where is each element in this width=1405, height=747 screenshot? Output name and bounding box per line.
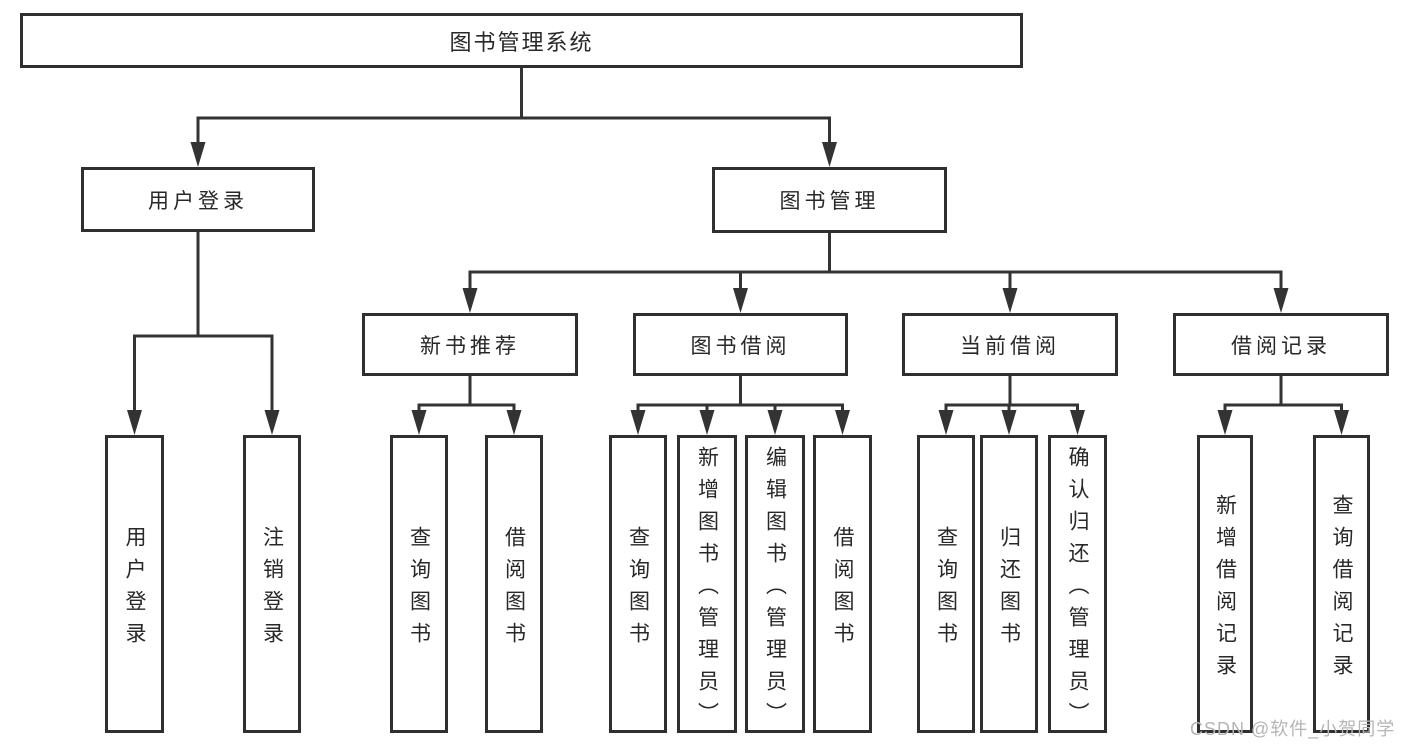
- node-label: 确认归还（管理员）: [1066, 445, 1089, 734]
- diagram-node-leaf-nb-query: 查询图书: [390, 435, 448, 733]
- connector-user-login: [133, 230, 274, 414]
- node-label: 用户登录: [123, 525, 146, 654]
- diagram-node-leaf-bw-add: 新增图书（管理员）: [677, 435, 737, 734]
- node-label: 注销登录: [260, 525, 284, 654]
- arrow-head-icon: [1273, 288, 1289, 313]
- node-label: 图书管理系统: [449, 29, 594, 55]
- arrow-head-icon: [1217, 410, 1233, 435]
- arrow-head-icon: [699, 410, 715, 435]
- arrow-head-icon: [462, 288, 478, 313]
- node-label: 编辑图书（管理员）: [763, 445, 787, 734]
- diagram-node-leaf-rec-query: 查询借阅记录: [1313, 435, 1370, 733]
- node-label: 新书推荐: [420, 334, 520, 358]
- node-label: 用户登录: [148, 189, 248, 213]
- node-label: 借阅图书: [831, 525, 854, 654]
- arrow-head-icon: [127, 410, 142, 435]
- diagram-node-leaf-nb-borrow: 借阅图书: [485, 435, 543, 733]
- diagram-node-current-borrow: 当前借阅: [902, 313, 1118, 376]
- connector-borrow-records: [1223, 374, 1343, 414]
- arrow-head-icon: [506, 410, 522, 435]
- arrow-head-icon: [190, 142, 206, 167]
- node-label: 查询借阅记录: [1330, 493, 1353, 686]
- node-label: 新增图书（管理员）: [695, 445, 719, 734]
- node-label: 新增借阅记录: [1213, 493, 1237, 686]
- arrow-head-icon: [733, 288, 748, 313]
- node-label: 查询图书: [934, 525, 958, 654]
- arrow-head-icon: [630, 410, 646, 435]
- diagram-node-user-login: 用户登录: [81, 167, 315, 232]
- connector-current-borrow: [944, 374, 1079, 414]
- connector-root: [196, 66, 831, 146]
- arrow-head-icon: [822, 142, 837, 167]
- diagram-node-leaf-login: 用户登录: [105, 435, 164, 733]
- arrow-head-icon: [835, 410, 850, 435]
- node-label: 查询图书: [407, 525, 431, 654]
- node-label: 图书管理: [779, 190, 880, 213]
- arrow-head-icon: [264, 410, 280, 435]
- diagram-node-book-mgmt: 图书管理: [712, 167, 947, 233]
- diagram-node-leaf-bw-query: 查询图书: [609, 435, 667, 733]
- diagram-node-leaf-cur-confirm: 确认归还（管理员）: [1048, 435, 1107, 734]
- diagram-node-leaf-logout: 注销登录: [243, 435, 301, 733]
- node-label: 当前借阅: [960, 334, 1060, 358]
- diagram-node-leaf-bw-borrow: 借阅图书: [813, 435, 872, 733]
- arrow-head-icon: [1334, 410, 1349, 435]
- node-label: 借阅记录: [1231, 334, 1331, 358]
- diagram-node-borrow-records: 借阅记录: [1173, 313, 1389, 376]
- arrow-head-icon: [938, 410, 954, 435]
- diagram-node-leaf-cur-query: 查询图书: [917, 435, 975, 733]
- diagram-node-leaf-bw-edit: 编辑图书（管理员）: [745, 435, 805, 734]
- arrow-head-icon: [1070, 410, 1085, 435]
- connector-new-book: [417, 374, 516, 414]
- arrow-head-icon: [1002, 288, 1018, 313]
- watermark: CSDN @软件_小贺同学: [1190, 719, 1396, 739]
- connector-book-mgmt: [468, 231, 1283, 292]
- diagram-node-leaf-cur-return: 归还图书: [980, 435, 1038, 733]
- diagram-node-new-book: 新书推荐: [362, 313, 578, 376]
- diagram-node-book-borrow: 图书借阅: [633, 313, 848, 376]
- node-label: 图书借阅: [690, 334, 791, 358]
- arrow-head-icon: [411, 410, 427, 435]
- arrow-head-icon: [767, 410, 783, 435]
- connector-book-borrow: [636, 374, 844, 414]
- node-label: 查询图书: [626, 525, 650, 654]
- diagram-node-leaf-rec-add: 新增借阅记录: [1197, 435, 1253, 733]
- diagram-node-root: 图书管理系统: [20, 13, 1023, 68]
- node-label: 归还图书: [997, 525, 1021, 654]
- node-label: 借阅图书: [502, 525, 526, 654]
- arrow-head-icon: [1001, 410, 1017, 435]
